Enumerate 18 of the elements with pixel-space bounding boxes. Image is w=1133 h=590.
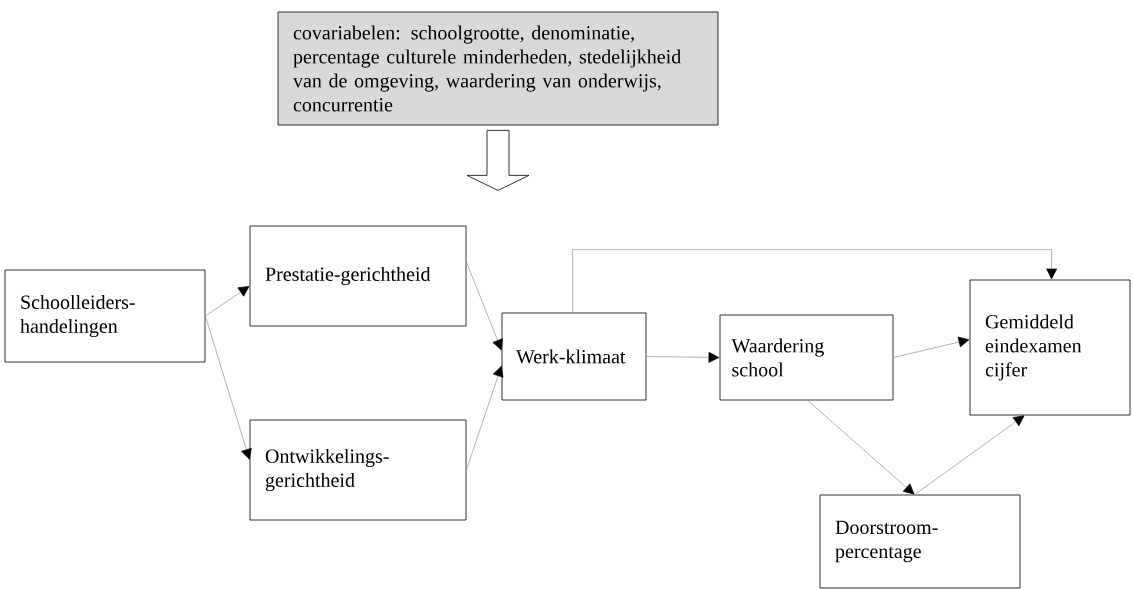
process-box: Prestatie-gerichtheid [249, 225, 467, 327]
arrow [914, 415, 1025, 495]
covariates-box: covariabelen: schoolgrootte, denominatie, percentage culturele minderheden, stedelijkheid van de omgeving, waardering van onderwijs, concurrentie [277, 11, 719, 126]
arrow [466, 261, 503, 351]
arrow [646, 351, 720, 363]
process-box: Gemiddeld eindexamen cijfer [969, 279, 1131, 416]
process-box: Waardering school [719, 314, 894, 401]
process-box: Doorstroom-percentage [819, 494, 1021, 589]
process-box: Schoolleiders-handelingen [4, 269, 206, 363]
arrow [205, 315, 252, 460]
process-box: Werk-klimaat [501, 312, 647, 401]
block-arrow [466, 130, 530, 191]
arrow [205, 286, 250, 317]
arrow [893, 336, 970, 358]
process-box: Ontwikkelings-gerichtheid [249, 419, 467, 521]
arrow [807, 400, 915, 495]
arrow [572, 249, 1057, 313]
arrow [466, 365, 504, 471]
